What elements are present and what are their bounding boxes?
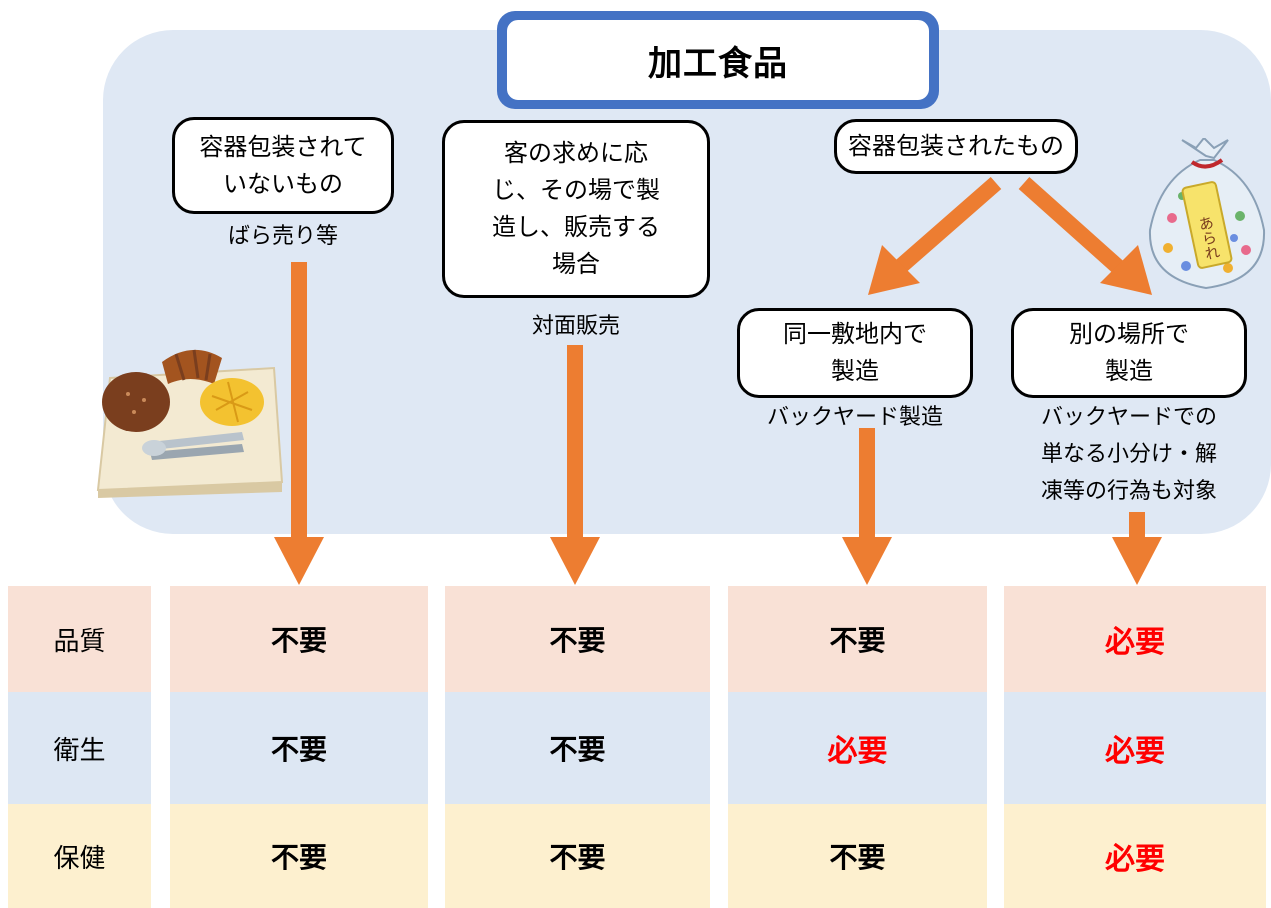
- health-made-to-order-value: 不要: [445, 804, 710, 908]
- row-label-health: 保健: [8, 804, 151, 908]
- hygiene-other-site-value: 必要: [1004, 692, 1266, 804]
- hygiene-made-to-order-value: 不要: [445, 692, 710, 804]
- quality-unpackaged-value: 不要: [170, 586, 428, 692]
- bread-tray-illustration: [96, 349, 284, 498]
- row-label-hygiene: 衛生: [8, 692, 151, 804]
- quality-other-site-value: 必要: [1004, 586, 1266, 692]
- category-other-site-box: 別の場所で製造: [1011, 308, 1247, 398]
- arrow-made-to-order-shaft: [567, 345, 583, 540]
- hygiene-unpackaged-value: 不要: [170, 692, 428, 804]
- hygiene-same-site-value: 必要: [728, 692, 987, 804]
- category-packaged-box: 容器包装されたもの: [834, 119, 1078, 174]
- category-unpackaged-note: ばら売り等: [227, 224, 338, 249]
- cat5-line-1: 別の場所で: [1069, 320, 1189, 348]
- arrow-unpackaged-head: [274, 537, 324, 585]
- row-label-quality: 品質: [8, 586, 151, 692]
- category-made-to-order-note: 対面販売: [531, 314, 620, 339]
- quality-same-site-value: 不要: [728, 586, 987, 692]
- category-same-site-box: 同一敷地内で製造: [737, 308, 973, 398]
- health-unpackaged-value: 不要: [170, 804, 428, 908]
- arare-candy-bag-illustration: あられ: [1148, 138, 1266, 290]
- health-same-site-value: 不要: [728, 804, 987, 908]
- branch-arrows: [868, 176, 1152, 295]
- cat2-line-3: 造し、販売する: [492, 213, 660, 241]
- note5-line-1: バックヤードでの: [1040, 405, 1217, 430]
- category-unpackaged-box: 容器包装されていないもの: [172, 117, 394, 214]
- arrow-same-site-shaft: [859, 428, 875, 540]
- category-other-site-note: バックヤードでの 単なる小分け・解 凍等の行為も対象: [1004, 399, 1254, 510]
- cat1-line-2: いないもの: [223, 169, 343, 198]
- page-title: 加工食品: [506, 19, 930, 101]
- arrow-other-site-shaft: [1129, 512, 1145, 540]
- cat2-line-1: 客の求めに応: [504, 139, 648, 167]
- cat1-line-1: 容器包装されて: [199, 132, 367, 161]
- category-made-to-order-box: 客の求めに応じ、その場で製造し、販売する場合: [442, 120, 710, 298]
- note5-line-3: 凍等の行為も対象: [1040, 479, 1217, 504]
- cat2-line-2: じ、その場で製: [492, 176, 660, 204]
- cat4-line-2: 製造: [831, 357, 879, 385]
- arrow-same-site-head: [842, 537, 892, 585]
- category-same-site-note: バックヤード製造: [766, 405, 943, 430]
- cat5-line-2: 製造: [1105, 357, 1153, 385]
- arrow-other-site-head: [1112, 537, 1162, 585]
- arrow-unpackaged-shaft: [291, 262, 307, 540]
- cat4-line-1: 同一敷地内で: [783, 320, 927, 348]
- quality-made-to-order-value: 不要: [445, 586, 710, 692]
- note5-line-2: 単なる小分け・解: [1040, 442, 1217, 467]
- arrow-made-to-order-head: [550, 537, 600, 585]
- health-other-site-value: 必要: [1004, 804, 1266, 908]
- cat2-line-4: 場合: [552, 250, 600, 278]
